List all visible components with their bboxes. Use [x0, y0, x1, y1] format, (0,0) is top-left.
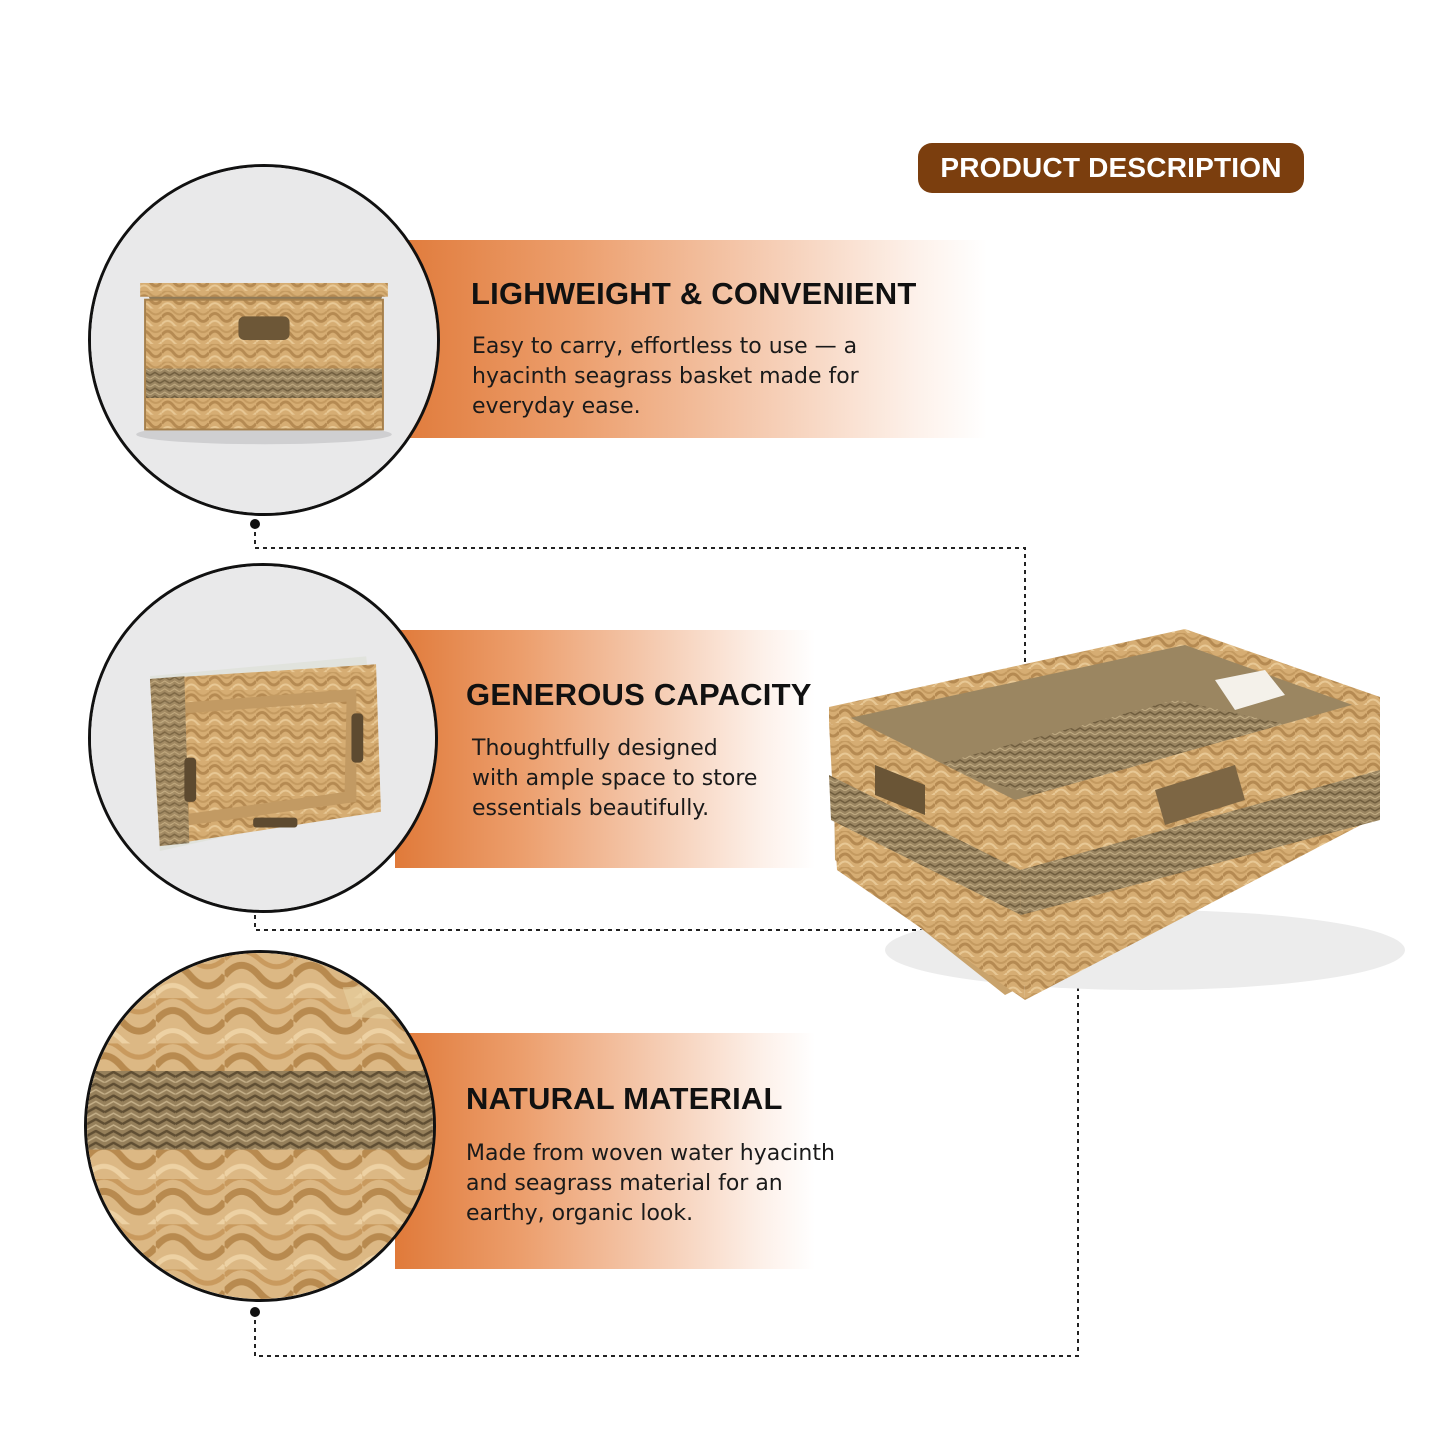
feature-title-material: NATURAL MATERIAL [466, 1081, 783, 1116]
desc-line: earthy, organic look. [466, 1201, 694, 1226]
basket-front-view-image [88, 164, 440, 516]
feature-title-lightweight: LIGHWEIGHT & CONVENIENT [471, 276, 917, 311]
product-description-badge: PRODUCT DESCRIPTION [918, 143, 1304, 193]
desc-line: hyacinth seagrass basket made for [472, 364, 859, 389]
basket-top-view-image [88, 563, 438, 913]
material-closeup-image [84, 950, 436, 1302]
feature-title-capacity: GENEROUS CAPACITY [466, 677, 812, 712]
desc-line: Easy to carry, effortless to use — a [472, 334, 858, 359]
desc-line: everyday ease. [472, 394, 641, 419]
feature-desc-lightweight: Easy to carry, effortless to use — a hya… [472, 332, 859, 422]
feature-desc-capacity: Thoughtfully designed with ample space t… [472, 734, 757, 824]
basket-product-image [815, 615, 1415, 1015]
desc-line: with ample space to store [472, 766, 758, 791]
desc-line: Thoughtfully designed [472, 736, 718, 761]
desc-line: essentials beautifully. [472, 796, 710, 821]
desc-line: Made from woven water hyacinth [466, 1141, 835, 1166]
feature-band-1 [395, 240, 987, 438]
desc-line: and seagrass material for an [466, 1171, 783, 1196]
feature-desc-material: Made from woven water hyacinth and seagr… [466, 1139, 835, 1229]
